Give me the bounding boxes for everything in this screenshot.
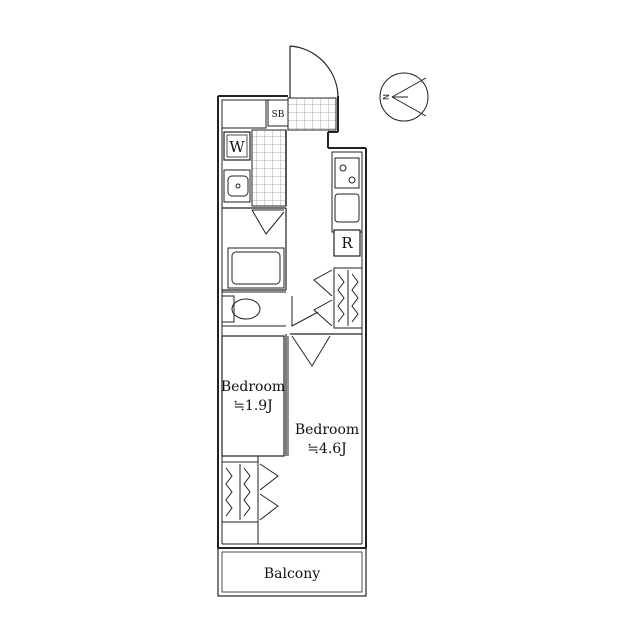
bathtub — [227, 247, 285, 289]
refrigerator — [333, 229, 361, 257]
compass-circle — [379, 72, 429, 122]
compass-arrow-icon — [391, 77, 427, 117]
toilet-door[interactable] — [291, 296, 319, 327]
outer-walls — [217, 95, 367, 549]
entrance-door[interactable] — [289, 45, 339, 98]
wash-basin — [223, 169, 251, 203]
kitchen-closet — [333, 267, 363, 329]
bedroom-small-size: ≒1.9J — [233, 398, 273, 414]
bedroom-closet — [221, 456, 259, 544]
bedroom-large-name: Bedroom — [295, 422, 359, 438]
washer-label: W — [229, 138, 245, 156]
kitchen-counter — [331, 151, 363, 233]
washer — [223, 131, 251, 161]
wash-tile-floor — [251, 129, 287, 207]
compass: N — [379, 72, 429, 122]
storage-top — [221, 99, 267, 129]
bedroom-large-door[interactable] — [291, 335, 331, 367]
kitchen-closet-doors[interactable] — [313, 269, 333, 327]
compass-letter: N — [382, 94, 391, 100]
balcony-label: Balcony — [264, 566, 320, 582]
bedroom-large-size: ≒4.6J — [307, 441, 347, 457]
sink — [334, 193, 360, 223]
shoe-box-label: SB — [272, 110, 285, 120]
refrigerator-label: R — [341, 234, 353, 252]
bedroom-small-name: Bedroom — [221, 379, 285, 395]
bedroom-closet-doors[interactable] — [259, 463, 279, 521]
shoe-box — [267, 99, 289, 127]
toilet — [221, 291, 286, 327]
balcony — [217, 547, 367, 597]
bathroom-door[interactable] — [251, 209, 285, 235]
entry-tile-floor — [287, 97, 337, 131]
bedroom-small — [221, 335, 285, 457]
stove — [334, 157, 360, 189]
